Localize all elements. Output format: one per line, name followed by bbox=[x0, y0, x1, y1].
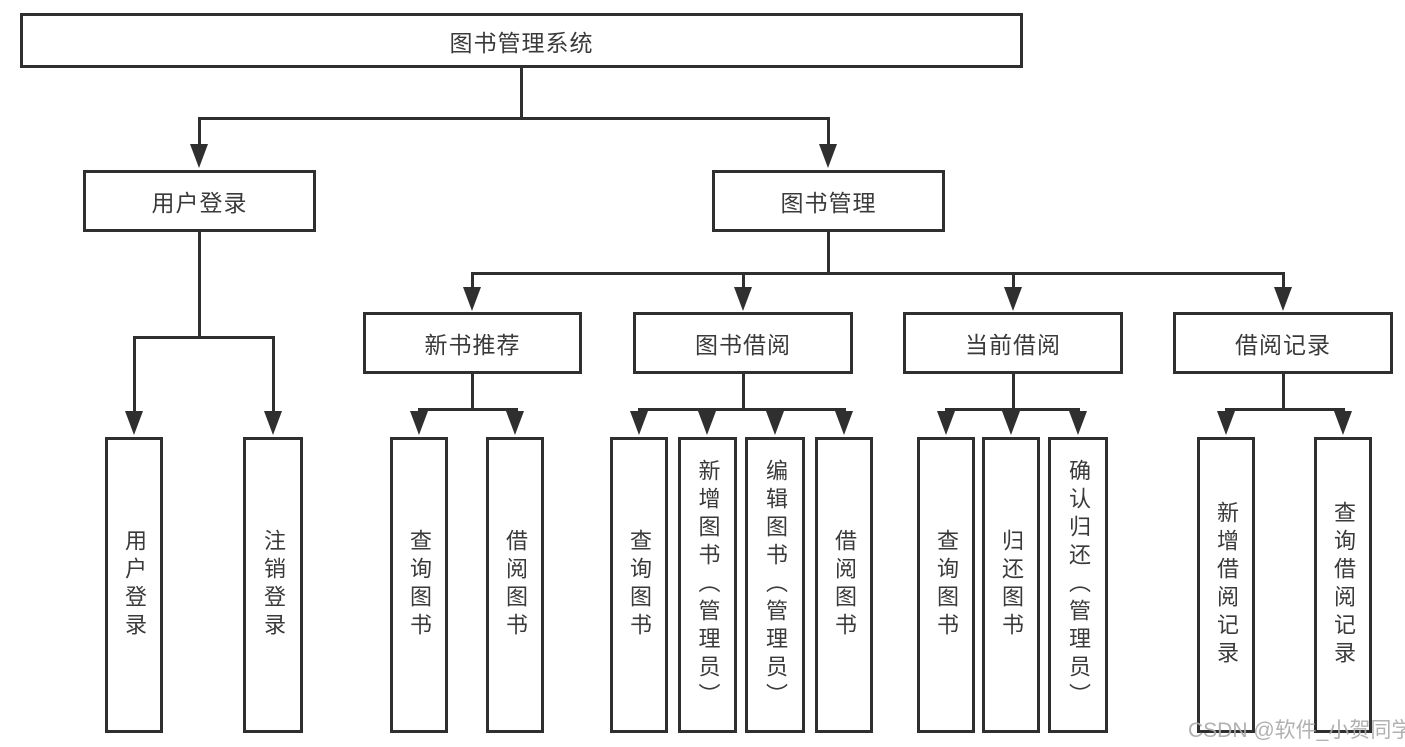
csdn-watermark: CSDN @软件_小贺同学 bbox=[1188, 719, 1405, 742]
arrowhead-down-icon bbox=[1004, 287, 1022, 311]
connector-new-books-drop bbox=[471, 374, 474, 408]
arrowhead-down-icon bbox=[1274, 287, 1292, 311]
node-user-login-label: 用户登录 bbox=[151, 190, 248, 216]
connector-book-mgmt-branch bbox=[471, 272, 1285, 275]
leaf-label: 查询图书 bbox=[407, 529, 432, 641]
arrowhead-down-icon bbox=[125, 411, 143, 435]
arrowhead-down-icon bbox=[698, 411, 716, 435]
arrowhead-down-icon bbox=[630, 411, 648, 435]
arrowhead-down-icon bbox=[1069, 411, 1087, 435]
node-new-books-label: 新书推荐 bbox=[424, 332, 521, 358]
arrowhead-down-icon bbox=[506, 411, 524, 435]
arrowhead-down-icon bbox=[1217, 411, 1235, 435]
leaf-label: 新增图书（管理员） bbox=[695, 459, 721, 711]
leaf-borrow-books-1: 借阅图书 bbox=[486, 437, 544, 733]
connector-borrow-records-branch bbox=[1225, 408, 1345, 411]
leaf-query-books-2: 查询图书 bbox=[610, 437, 668, 733]
arrowhead-down-icon bbox=[937, 411, 955, 435]
node-root: 图书管理系统 bbox=[20, 13, 1023, 68]
arrowhead-down-icon bbox=[1334, 411, 1352, 435]
leaf-label: 借阅图书 bbox=[832, 529, 857, 641]
connector-borrow-records-drop bbox=[1282, 374, 1285, 408]
leaf-logout: 注销登录 bbox=[243, 437, 303, 733]
leaf-label: 归还图书 bbox=[999, 529, 1024, 641]
node-borrow-records: 借阅记录 bbox=[1173, 312, 1393, 374]
node-current-borrow-label: 当前借阅 bbox=[965, 332, 1061, 358]
node-book-borrow-label: 图书借阅 bbox=[695, 332, 791, 358]
connector-group-stem bbox=[1282, 272, 1285, 290]
connector-root-drop bbox=[520, 68, 523, 117]
connector-root-branch bbox=[198, 117, 830, 120]
arrowhead-down-icon bbox=[734, 287, 752, 311]
node-book-mgmt: 图书管理 bbox=[712, 170, 945, 232]
leaf-label: 确认归还（管理员） bbox=[1066, 459, 1091, 711]
leaf-label: 查询图书 bbox=[627, 529, 652, 641]
leaf-label: 借阅图书 bbox=[503, 529, 528, 641]
arrowhead-down-icon bbox=[819, 144, 837, 168]
arrowhead-down-icon bbox=[410, 411, 428, 435]
leaf-user-login-label: 用户登录 bbox=[122, 529, 147, 641]
node-root-label: 图书管理系统 bbox=[449, 29, 594, 56]
connector-user-login-stem bbox=[198, 117, 201, 147]
arrowhead-down-icon bbox=[463, 287, 481, 311]
connector-group-stem bbox=[471, 272, 474, 290]
node-book-borrow: 图书借阅 bbox=[633, 312, 853, 374]
leaf-add-borrow-record: 新增借阅记录 bbox=[1197, 437, 1255, 733]
leaf-query-books-3: 查询图书 bbox=[917, 437, 975, 733]
connector-new-books-branch bbox=[418, 408, 518, 411]
connector-book-borrow-drop bbox=[742, 374, 745, 408]
leaf-edit-books-admin: 编辑图书（管理员） bbox=[745, 437, 805, 733]
arrowhead-down-icon bbox=[1002, 411, 1020, 435]
leaf-confirm-return-admin: 确认归还（管理员） bbox=[1048, 437, 1108, 733]
connector-user-login-branch bbox=[133, 336, 275, 339]
leaf-logout-label: 注销登录 bbox=[261, 529, 286, 641]
leaf-label: 查询借阅记录 bbox=[1331, 501, 1356, 669]
connector-current-borrow-drop bbox=[1012, 374, 1015, 408]
leaf-add-books-admin: 新增图书（管理员） bbox=[678, 437, 737, 733]
connector-leaf-stem bbox=[272, 336, 275, 413]
node-user-login: 用户登录 bbox=[83, 170, 316, 232]
connector-book-mgmt-stem bbox=[827, 117, 830, 147]
leaf-return-books: 归还图书 bbox=[982, 437, 1040, 733]
arrowhead-down-icon bbox=[264, 411, 282, 435]
leaf-query-books-1: 查询图书 bbox=[390, 437, 448, 733]
connector-leaf-stem bbox=[133, 336, 136, 413]
leaf-label: 新增借阅记录 bbox=[1214, 501, 1239, 669]
connector-user-login-drop bbox=[198, 232, 201, 336]
connector-group-stem bbox=[742, 272, 745, 290]
leaf-query-borrow-record: 查询借阅记录 bbox=[1314, 437, 1372, 733]
leaf-label: 编辑图书（管理员） bbox=[763, 459, 788, 711]
leaf-user-login: 用户登录 bbox=[105, 437, 163, 733]
connector-book-mgmt-drop bbox=[827, 232, 830, 272]
node-borrow-records-label: 借阅记录 bbox=[1235, 332, 1331, 358]
node-current-borrow: 当前借阅 bbox=[903, 312, 1123, 374]
arrowhead-down-icon bbox=[766, 411, 784, 435]
node-new-books: 新书推荐 bbox=[363, 312, 582, 374]
leaf-label: 查询图书 bbox=[934, 529, 959, 641]
connector-book-borrow-branch bbox=[638, 408, 846, 411]
leaf-borrow-books-2: 借阅图书 bbox=[815, 437, 873, 733]
arrowhead-down-icon bbox=[835, 411, 853, 435]
connector-group-stem bbox=[1012, 272, 1015, 290]
arrowhead-down-icon bbox=[190, 144, 208, 168]
node-book-mgmt-label: 图书管理 bbox=[780, 190, 877, 216]
